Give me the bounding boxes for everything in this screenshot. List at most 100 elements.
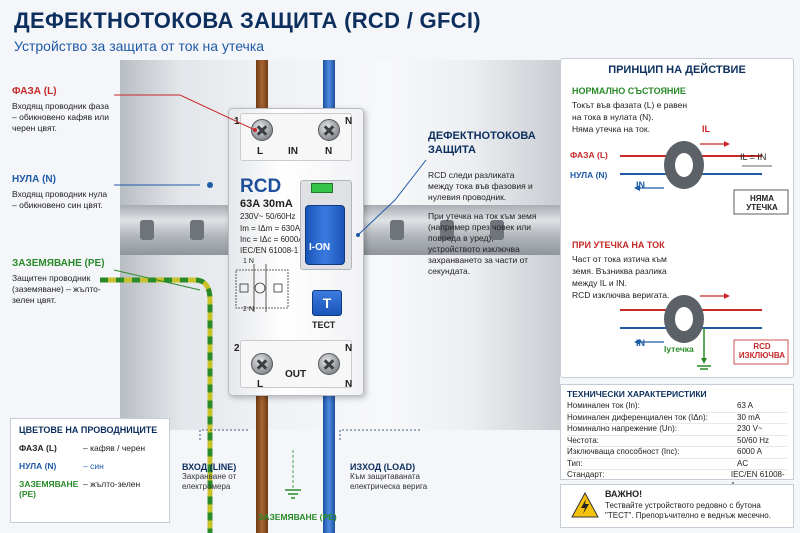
warning-icon xyxy=(571,492,599,518)
spec-key: Стандарт: xyxy=(567,470,605,479)
spec-key: Номинално напрежение (Un): xyxy=(567,424,677,433)
rcd-voltage: 230V~ 50/60Hz xyxy=(240,212,296,221)
rcd-rating: 63A 30mA xyxy=(240,198,293,210)
input-line-title: ВХОД (LINE) xyxy=(182,462,237,472)
wire-color-row: ЗАЗЕМЯВАНЕ (PE) – жълто-зелен xyxy=(19,479,161,499)
phase-wire-out xyxy=(256,390,268,533)
phase-callout: ФАЗА (L) Входящ проводник фаза – обикнов… xyxy=(12,86,114,134)
rcd-inc: Inc = IΔc = 6000A xyxy=(240,235,304,244)
table-row: Номинално напрежение (Un): 230 V~ xyxy=(567,424,787,436)
wire-color-value: – жълто-зелен xyxy=(83,479,141,489)
rcd-callout: ДЕФЕКТНОТОКОВА ЗАЩИТА RCD следи разликат… xyxy=(428,130,540,285)
wire-color-key: ФАЗА (L) xyxy=(19,443,57,453)
output-load-title: ИЗХОД (LOAD) xyxy=(350,462,416,472)
screw-icon[interactable] xyxy=(318,353,340,375)
rcd-callout-p1: RCD следи разликата между тока във фазов… xyxy=(428,169,533,202)
rcd-im: Im = IΔm = 630A xyxy=(240,224,301,233)
spec-key: Честота: xyxy=(567,435,599,445)
internal-schematic-icon xyxy=(235,264,289,312)
rcd-callout-title: ДЕФЕКТНОТОКОВА ЗАЩИТА xyxy=(428,130,536,156)
earth-text: Защитен проводник (заземяване) – жълто-з… xyxy=(12,273,101,306)
in-label: IN xyxy=(636,180,645,190)
neutral-title: НУЛА (N) xyxy=(12,174,56,185)
output-label: OUT xyxy=(285,369,307,380)
wire-color-row: ФАЗА (L) – кафяв / черен xyxy=(19,443,161,453)
test-button[interactable]: T xyxy=(312,290,342,316)
earth-callout: ЗАЗЕМЯВАНЕ (PE) Защитен проводник (зазем… xyxy=(12,258,114,306)
leak-state-line: между IL и IN. xyxy=(572,278,627,288)
input-n-label: N xyxy=(325,146,333,157)
output-l-label: L xyxy=(257,379,264,390)
normal-state-diagram xyxy=(620,141,789,215)
input-line-text: Захранване от електромера xyxy=(182,472,237,492)
rcd-trip-badge: RCD ИЗКЛЮЧВА xyxy=(738,342,786,360)
rcd-callout-p2: При утечка на ток към земя (например пре… xyxy=(428,210,537,276)
wire-color-key: ЗАЗЕМЯВАНЕ (PE) xyxy=(19,479,79,499)
phase-text: Входящ проводник фаза – обикновено кафяв… xyxy=(12,101,109,134)
no-leak-badge: НЯМА УТЕЧКА xyxy=(746,194,778,212)
leak-state-line: земя. Възниква разлика xyxy=(572,266,667,276)
normal-state-title: НОРМАЛНО СЪСТОЯНИЕ xyxy=(572,86,686,96)
leak-current-label: Iутечка xyxy=(664,344,694,354)
terminal-2-label: 2 xyxy=(234,343,240,354)
phase-flow-label: ФАЗА (L) xyxy=(570,150,608,160)
rail-slot xyxy=(190,220,204,240)
output-n-label: N xyxy=(345,379,353,390)
il-label: IL xyxy=(702,124,710,134)
neutral-callout: НУЛА (N) Входящ проводник нула – обикнов… xyxy=(12,174,114,211)
output-load-callout: ИЗХОД (LOAD) Към защитаваната електричес… xyxy=(350,462,450,493)
terminal-n-top-label: N xyxy=(345,116,353,127)
spec-value: 63 A xyxy=(737,401,754,410)
table-row: Номинален ток (In): 63 A xyxy=(567,401,787,413)
neutral-wire-out xyxy=(323,390,335,533)
rail-slot xyxy=(490,220,504,240)
screw-icon[interactable] xyxy=(251,119,273,141)
status-indicator xyxy=(311,183,333,193)
phase-wire-in xyxy=(256,60,268,120)
leak-state-diagram xyxy=(620,293,789,370)
on-off-handle[interactable] xyxy=(305,205,345,265)
rail-slot xyxy=(390,220,404,240)
handle-label: I-ON xyxy=(309,242,331,253)
leak-state-line: RCD изключва веригата. xyxy=(572,290,670,300)
screw-icon[interactable] xyxy=(318,119,340,141)
screw-icon[interactable] xyxy=(251,353,273,375)
wire-color-value: – син xyxy=(83,461,104,471)
spec-key: Номинален ток (In): xyxy=(567,401,640,410)
rail-slot xyxy=(140,220,154,240)
page-title: ДЕФЕКТНОТОКОВА ЗАЩИТА (RCD / GFCI) xyxy=(14,8,481,33)
table-row: Честота: 50/60 Hz xyxy=(567,435,787,447)
input-l-label: L xyxy=(257,146,264,157)
warning-box: ВАЖНО! Тествайте устройството редовно с … xyxy=(560,484,794,528)
warning-title: ВАЖНО! xyxy=(605,489,643,499)
spec-value: 50/60 Hz xyxy=(737,435,770,445)
spec-value: 6000 A xyxy=(737,447,762,456)
rail-slot xyxy=(440,220,454,240)
table-row: Изключваща способност (Inc): 6000 A xyxy=(567,447,787,459)
normal-state-line: на тока в нулата (N). xyxy=(572,112,654,122)
schematic-top-label: 1 N xyxy=(243,258,254,265)
output-load-text: Към защитаваната електрическа верига xyxy=(350,472,428,492)
rcd-brand: RCD xyxy=(240,176,282,197)
neutral-flow-label: НУЛА (N) xyxy=(570,170,608,180)
table-row: Тип:AC xyxy=(567,459,787,470)
leak-state-line: Част от тока изтича към xyxy=(572,254,667,264)
spec-value: 230 V~ xyxy=(737,424,763,433)
wire-colors-title: ЦВЕТОВЕ НА ПРОВОДНИЦИТЕ xyxy=(19,425,158,435)
terminal-n-bottom-label: N xyxy=(345,343,353,354)
test-button-label: ТЕСТ xyxy=(312,320,336,330)
schematic-bottom-label: 2 N xyxy=(243,306,254,313)
spec-key: Изключваща способност (Inc): xyxy=(567,447,680,456)
input-label: IN xyxy=(288,146,298,157)
wire-color-row: НУЛА (N) – син xyxy=(19,461,161,471)
spec-key: Номинален диференциален ток (IΔn): xyxy=(567,412,708,422)
wire-color-value: – кафяв / черен xyxy=(83,443,146,453)
normal-state-line: Няма утечка на ток. xyxy=(572,124,650,134)
neutral-wire-in xyxy=(323,60,335,120)
rcd-standard: IEC/EN 61008-1 xyxy=(240,246,299,255)
in-label-leak: IN xyxy=(636,338,645,348)
input-line-callout: ВХОД (LINE) Захранване от електромера xyxy=(182,462,262,493)
currents-equal-label: IL = IN xyxy=(740,152,767,162)
neutral-text: Входящ проводник нула – обикновено син ц… xyxy=(12,189,108,211)
